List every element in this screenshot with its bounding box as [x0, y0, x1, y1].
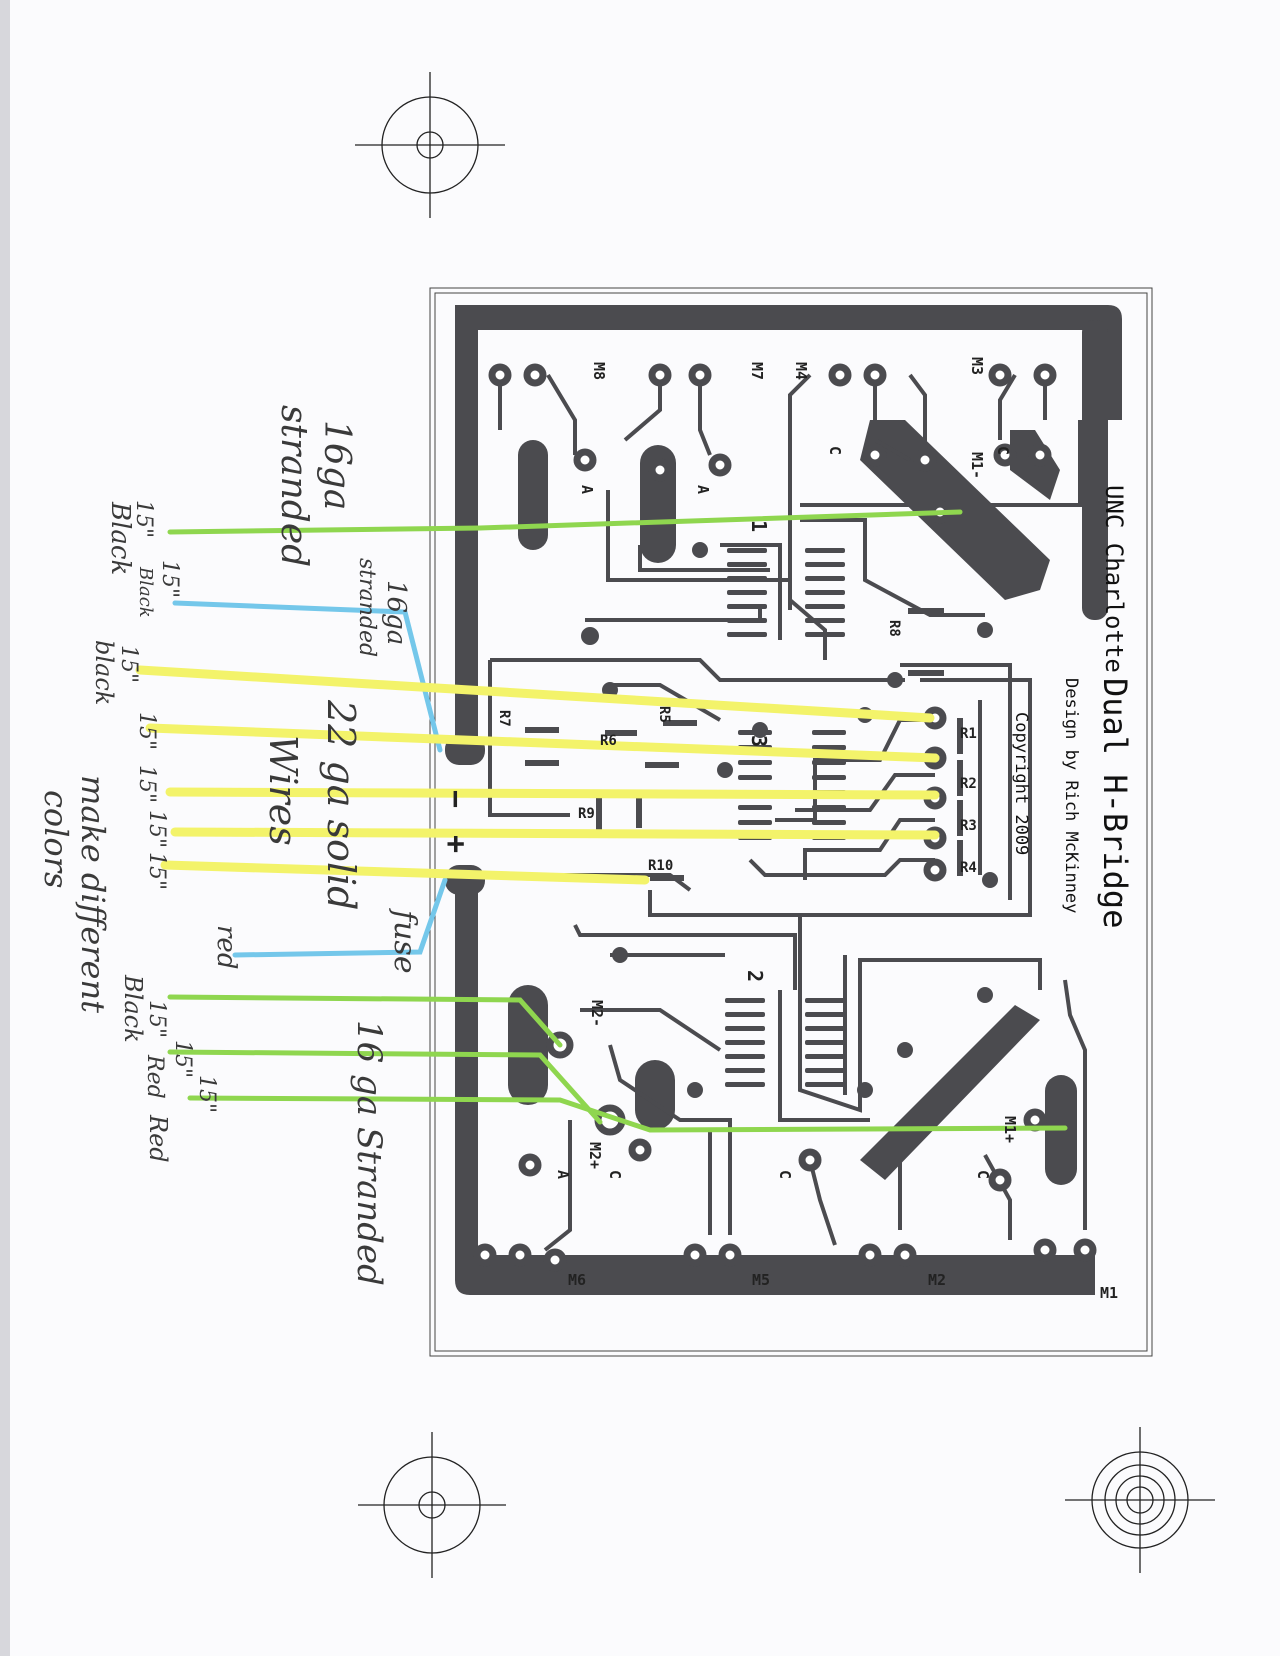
yellow-wires	[135, 665, 940, 885]
note-16ga-bottom: 16 ga Stranded	[349, 1020, 389, 1286]
note-black-2-len: 15"	[157, 560, 182, 598]
label-m1-plus: M1+	[1001, 1116, 1019, 1143]
label-r8: R8	[886, 620, 902, 637]
title-copyright: Copyright 2009	[1011, 712, 1031, 855]
label-m8: M8	[590, 362, 608, 380]
note-len-15-1: 15"	[134, 712, 159, 750]
label-c-bottom-1: C	[606, 1170, 624, 1179]
label-c-top-1: C	[826, 446, 844, 455]
board-outline	[429, 287, 1153, 1357]
title-dual-h-bridge: Dual H-Bridge	[1096, 678, 1134, 928]
label-plus: +	[438, 835, 473, 853]
ic-2-pads	[725, 998, 845, 1087]
label-c-top-2: C	[994, 446, 1012, 455]
note-len-15-2: 15"	[134, 765, 159, 803]
note-16ga-small-1: 16ga	[381, 580, 411, 645]
note-black-3-len: 15"	[116, 645, 141, 683]
note-fuse: fuse	[387, 908, 422, 974]
label-ic2: 2	[743, 970, 767, 982]
label-minus: −	[438, 790, 473, 808]
label-r9: R9	[578, 806, 595, 822]
note-bottom-len-2: 15"	[170, 1040, 195, 1078]
label-r7: R7	[496, 710, 512, 727]
note-len-15-3: 15"	[144, 810, 169, 848]
label-m5: M5	[752, 1271, 770, 1289]
label-c-bottom-2: C	[776, 1170, 794, 1179]
label-c-bottom-3: C	[974, 1170, 992, 1179]
note-bottom-len-1: 15"	[144, 1000, 169, 1038]
label-r4: R4	[960, 860, 977, 876]
registration-mark-bottom-left	[358, 1432, 506, 1578]
resistor-pads	[525, 608, 963, 881]
label-a-top-1: A	[578, 485, 596, 494]
note-make-colors-1: make different	[74, 775, 112, 1013]
label-r5: R5	[656, 706, 672, 723]
label-m2: M2	[928, 1271, 946, 1289]
label-a-top-2: A	[694, 485, 712, 494]
note-22ga-2: Wires	[261, 735, 305, 846]
note-22ga-1: 22 ga solid	[319, 699, 363, 911]
board-title: UNC Charlotte Dual H-Bridge Design by Ri…	[1011, 485, 1134, 928]
label-r10: R10	[648, 858, 673, 874]
note-black-1-len: 15"	[131, 500, 156, 538]
title-design-by: Design by Rich McKinney	[1061, 678, 1081, 913]
label-a-bottom: A	[554, 1170, 572, 1179]
registration-mark-top	[355, 72, 505, 218]
label-m1: M1	[1100, 1284, 1118, 1302]
label-m2-plus: M2+	[586, 1142, 604, 1169]
ic-1-pads	[727, 548, 845, 637]
registration-mark-bottom-right	[1065, 1427, 1215, 1573]
label-r3: R3	[960, 818, 977, 834]
handwritten-notes: 16ga stranded 16ga stranded 15" Black 15…	[37, 405, 422, 1286]
note-16ga-small-2: stranded	[354, 558, 379, 657]
label-r1: R1	[960, 726, 977, 742]
note-bottom-len-3: 15"	[194, 1075, 219, 1113]
note-16ga-top-1: 16ga	[316, 420, 357, 510]
label-m3: M3	[968, 357, 986, 375]
label-ic3: 3	[747, 735, 771, 747]
note-make-colors-2: colors	[37, 790, 75, 888]
note-bottom-color-3: Red	[144, 1114, 172, 1163]
note-16ga-top-2: stranded	[273, 405, 314, 567]
label-r6: R6	[600, 733, 617, 749]
label-m2-minus: M2-	[588, 1000, 606, 1027]
label-m1-minus: M1-	[968, 452, 986, 479]
note-black-3-color: black	[90, 640, 118, 705]
note-red: red	[211, 925, 241, 969]
label-m6: M6	[568, 1271, 586, 1289]
note-bottom-color-1: Black	[119, 974, 147, 1043]
title-unc: UNC Charlotte	[1100, 485, 1128, 673]
label-r2: R2	[960, 776, 977, 792]
silkscreen-labels: M8 M7 M4 M3 M1- A A C C 1 R8 R7 R5 R6 3 …	[438, 357, 1118, 1302]
label-ic1: 1	[747, 520, 771, 532]
note-black-2-color: Black	[135, 566, 156, 618]
label-m7: M7	[748, 362, 766, 380]
label-m4: M4	[792, 362, 810, 380]
note-black-1-color: Black	[105, 501, 135, 575]
pads	[473, 363, 1097, 1272]
note-len-15-4: 15"	[144, 852, 169, 890]
blue-wires	[172, 600, 448, 958]
green-wires	[167, 509, 1068, 1133]
motor-traces	[508, 420, 1077, 1185]
ic-pads	[725, 548, 846, 1087]
note-bottom-color-2: Red	[142, 1054, 167, 1099]
